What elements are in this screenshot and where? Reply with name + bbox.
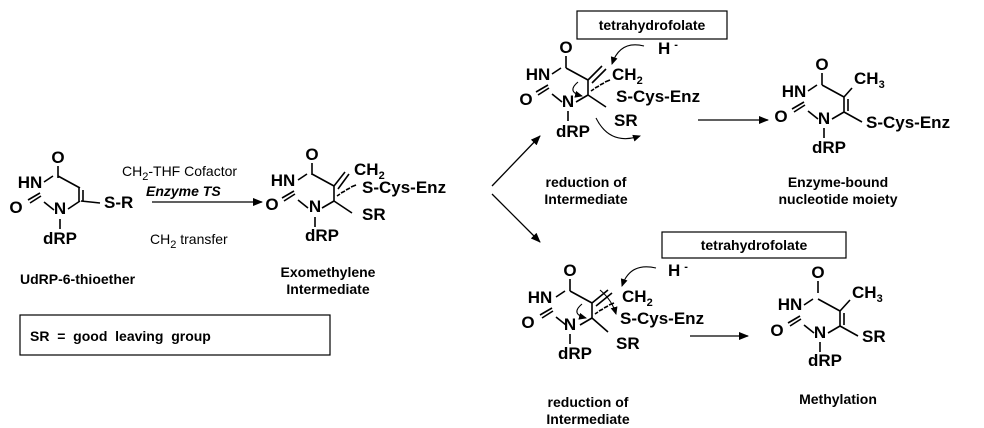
atom-n3h: HN [778, 295, 803, 314]
curly-arrow-hydride-top [610, 44, 645, 65]
thf-box-top [576, 10, 728, 40]
atom-o4: O [305, 145, 318, 164]
atom-s-cys-enz: S-Cys-Enz [362, 178, 446, 197]
atom-sr: SR [862, 327, 886, 346]
atom-n1: N [814, 323, 826, 342]
reaction-step-1: CH2-THF Cofactor Enzyme TS CH2 transfer [122, 163, 263, 251]
atom-ch3: CH3 [854, 69, 885, 91]
atom-n1: N [309, 197, 321, 216]
thf-label-top: tetrahydrofolate [599, 17, 706, 33]
label-starting-material: UdRP-6-thioether [20, 271, 136, 287]
atom-n3h: HN [528, 288, 553, 307]
thf-label-bottom: tetrahydrofolate [701, 237, 808, 253]
atom-sr: SR [362, 205, 386, 224]
molecule-methylation-product: O CH3 HN O N dRP SR [770, 263, 885, 370]
curly-arrow-hydride-bottom [620, 266, 657, 287]
molecule-exomethylene-intermediate: O CH2 HN O N dRP S-Cys-Enz SR [265, 145, 446, 245]
atom-o2: O [265, 195, 278, 214]
arrow-branch-down [491, 193, 541, 243]
atom-drp: dRP [43, 229, 77, 248]
molecule-udrp-6-thioether: O HN O N dRP S-R [9, 148, 133, 248]
atom-n1: N [54, 199, 66, 218]
atom-o4: O [811, 263, 824, 282]
atom-s-r: S-R [104, 193, 133, 212]
bond-ring-6 [787, 281, 859, 352]
curly-arrow-leaving-bottom [599, 289, 618, 315]
atom-s-cys-enz: S-Cys-Enz [616, 87, 700, 106]
atom-ch2: CH2 [612, 65, 643, 87]
curly-arrow-ring-bottom [576, 303, 587, 320]
atom-drp: dRP [305, 226, 339, 245]
label-exomethylene-1: Exomethylene [281, 264, 376, 280]
atom-drp: dRP [556, 122, 590, 141]
label-reduction-bottom-1: reduction of [548, 394, 629, 410]
atom-n1: N [562, 92, 574, 111]
atom-sr: SR [614, 111, 638, 130]
label-reduction-top-2: Intermediate [544, 191, 627, 207]
atom-n1: N [818, 109, 830, 128]
atom-n3h: HN [526, 65, 551, 84]
molecule-reduction-intermediate-top: O CH2 HN O N dRP S-Cys-Enz SR [519, 38, 700, 142]
condition-enzyme: Enzyme TS [146, 183, 221, 199]
atom-n3h: HN [271, 171, 296, 190]
condition-transfer: CH2 transfer [150, 231, 228, 251]
atom-n1: N [564, 315, 576, 334]
atom-n3h: HN [18, 173, 43, 192]
molecule-reduction-intermediate-bottom: O CH2 HN O N dRP S-Cys-Enz SR [521, 261, 704, 363]
atom-o2: O [519, 90, 532, 109]
legend-text: SR = good leaving group [30, 328, 211, 344]
bond-hashed-s [590, 79, 611, 92]
atom-s-cys-enz: S-Cys-Enz [620, 309, 704, 328]
bond-ring-4 [791, 73, 863, 138]
atom-o4: O [563, 261, 576, 280]
bond-ring-3 [535, 56, 607, 121]
atom-hydride-top: H- [658, 39, 678, 58]
atom-o2: O [9, 198, 22, 217]
atom-hydride-bottom: H- [668, 261, 688, 280]
arrow-branch-up [491, 135, 541, 187]
atom-drp: dRP [558, 344, 592, 363]
thf-box-bottom [661, 231, 847, 259]
atom-ch2: CH2 [622, 287, 653, 309]
bond-ring-2 [281, 163, 353, 227]
bond-hashed-s [594, 302, 615, 315]
label-reduction-top-1: reduction of [546, 174, 627, 190]
bond-hashed-s [336, 184, 357, 197]
atom-o2: O [774, 107, 787, 126]
molecule-enzyme-bound-nucleotide: O CH3 HN O N dRP S-Cys-Enz [774, 55, 950, 157]
atom-s-cys-enz: S-Cys-Enz [866, 113, 950, 132]
curly-arrow-ring-top [572, 81, 583, 98]
label-exomethylene-2: Intermediate [286, 281, 369, 297]
bond-ring-1 [27, 166, 101, 229]
curly-arrow-leaving-top [595, 117, 641, 142]
atom-ch3: CH3 [852, 283, 883, 305]
label-enzyme-bound-2: nucleotide moiety [778, 191, 897, 207]
atom-o4: O [815, 55, 828, 74]
atom-o2: O [770, 321, 783, 340]
atom-ch2: CH2 [354, 160, 385, 182]
label-reduction-bottom-2: Intermediate [546, 411, 629, 427]
legend-frame [19, 314, 331, 356]
legend-box: SR = good leaving group [19, 314, 331, 356]
atom-sr: SR [616, 334, 640, 353]
atom-o4: O [559, 38, 572, 57]
condition-cofactor: CH2-THF Cofactor [122, 163, 237, 183]
atom-o2: O [521, 313, 534, 332]
atom-o4: O [51, 148, 64, 167]
atom-drp: dRP [808, 351, 842, 370]
label-enzyme-bound-1: Enzyme-bound [788, 174, 888, 190]
label-methylation: Methylation [799, 391, 877, 407]
bond-ring-5 [539, 279, 613, 344]
atom-n3h: HN [782, 82, 807, 101]
atom-drp: dRP [812, 138, 846, 157]
